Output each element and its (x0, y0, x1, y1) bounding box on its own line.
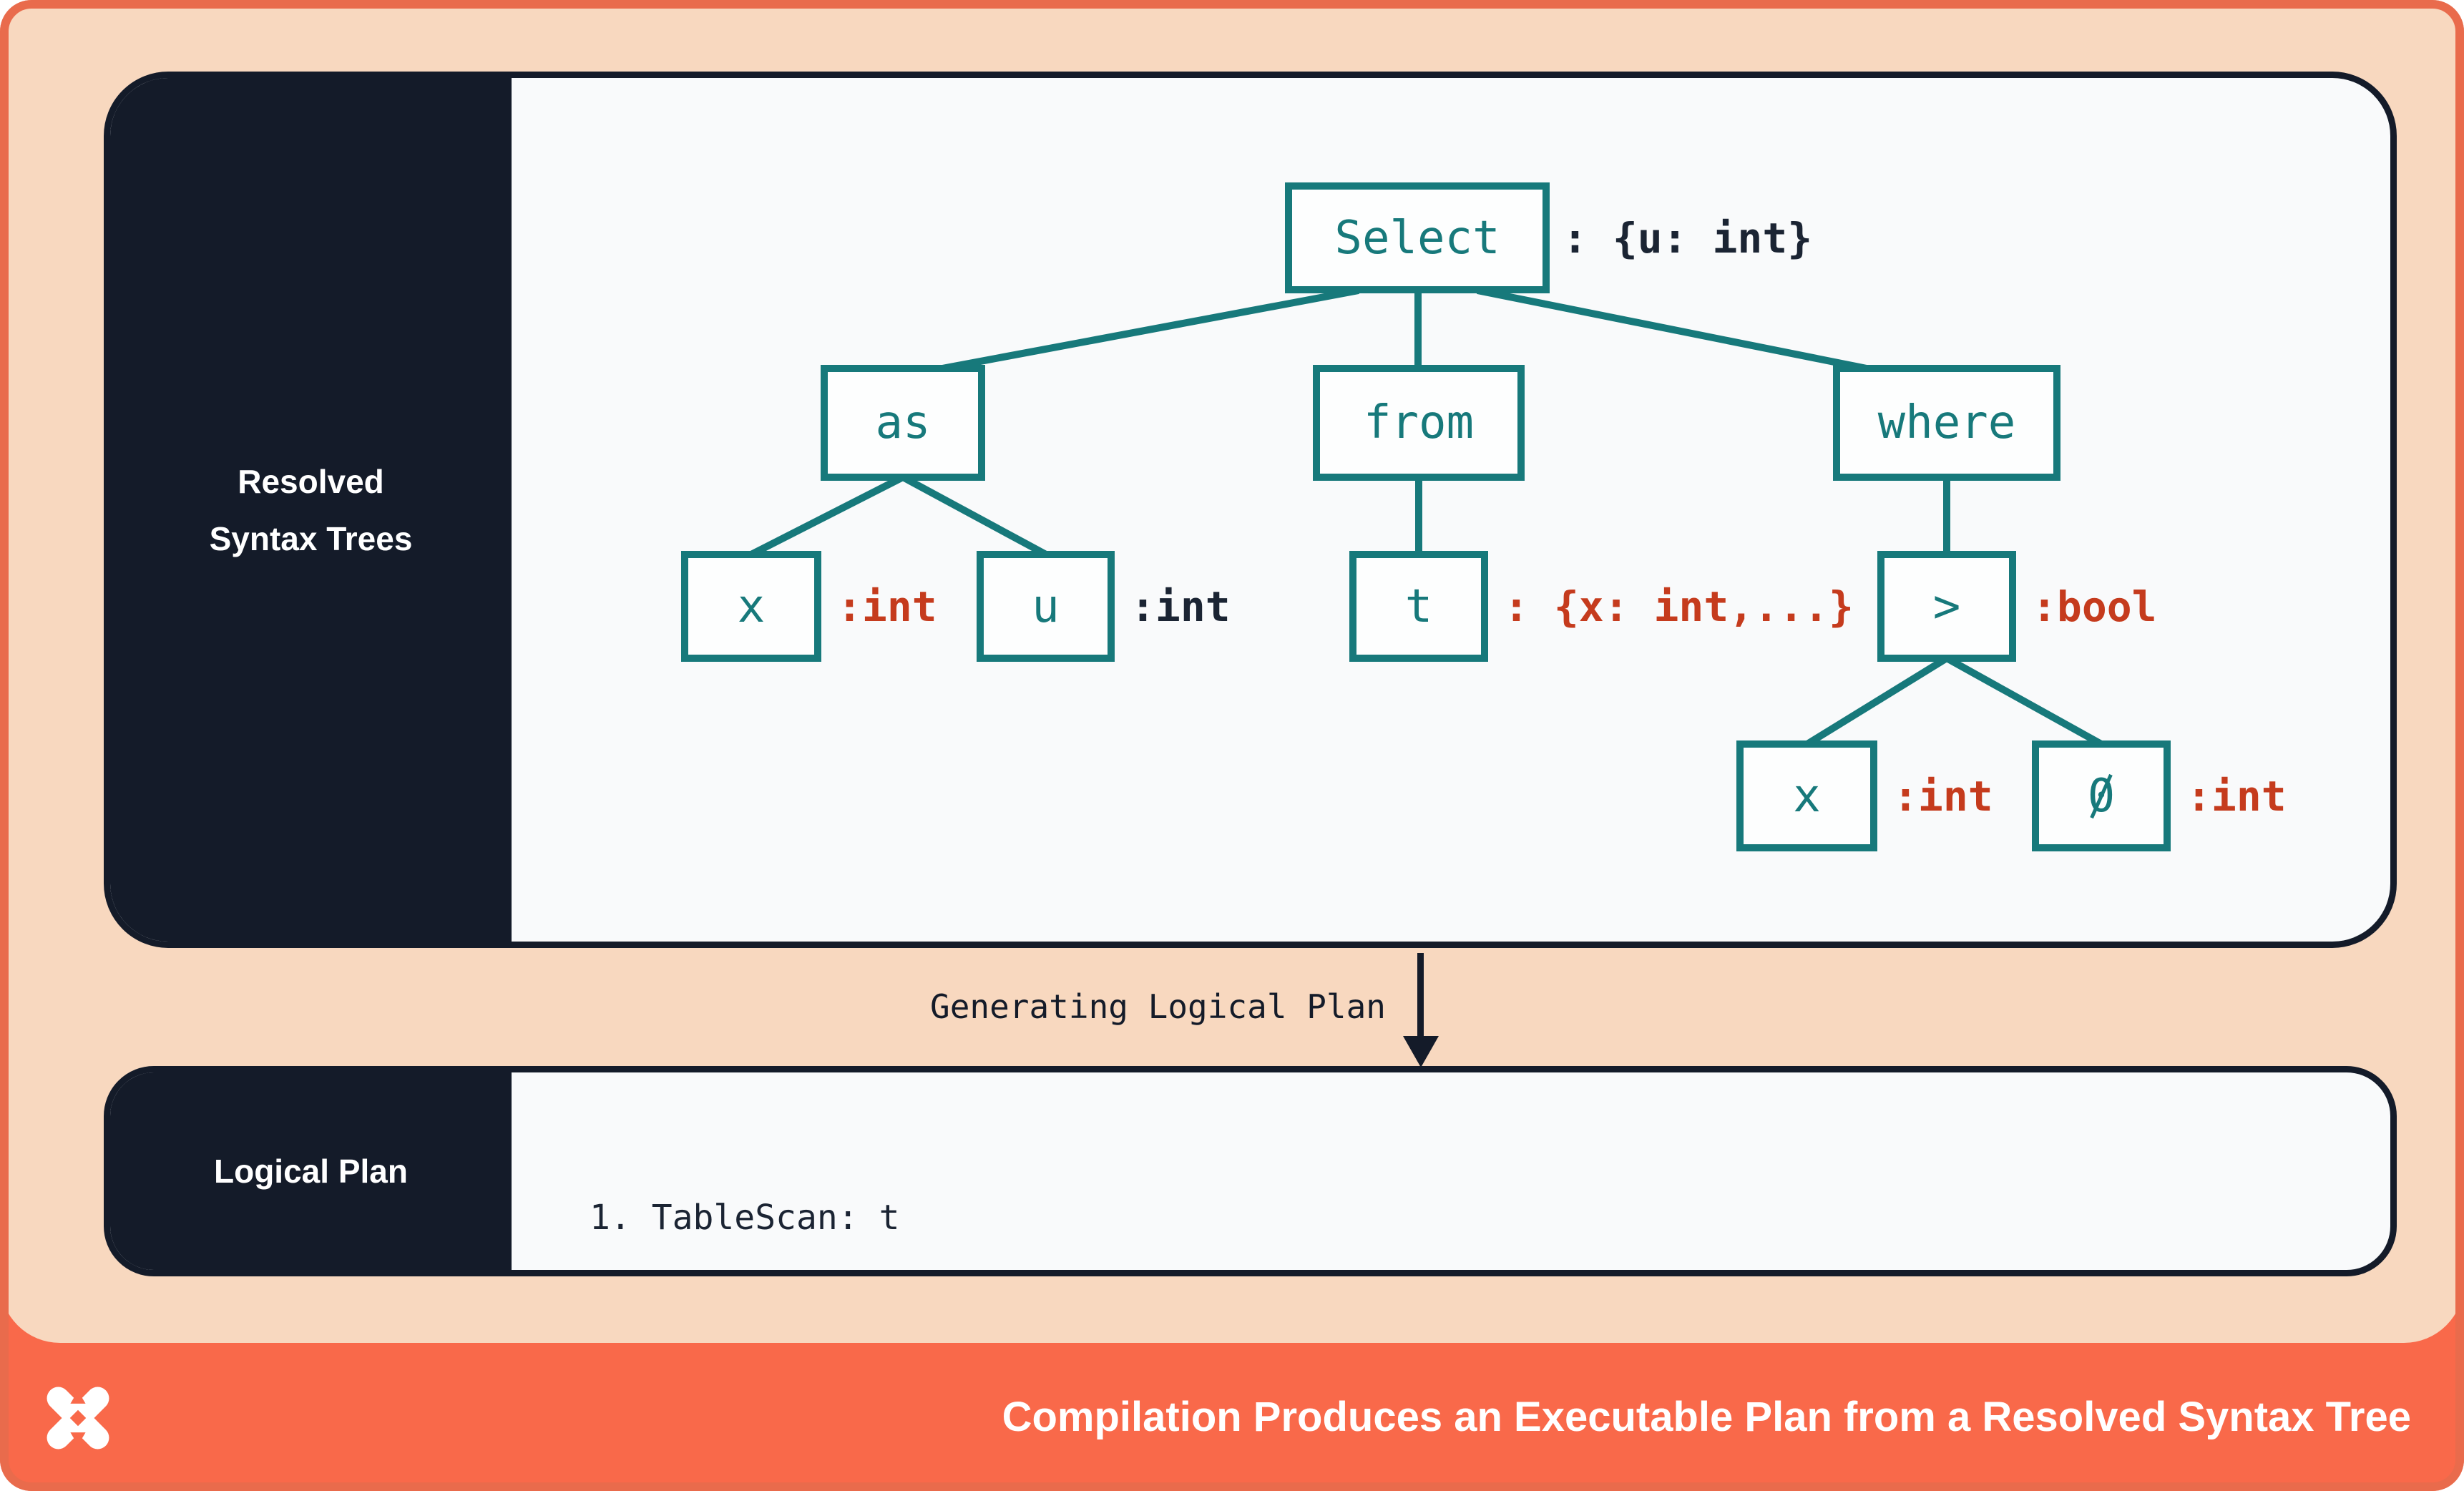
tree-node-from: from (1313, 365, 1525, 481)
footer-title: Compilation Produces an Executable Plan … (1002, 1394, 2411, 1440)
down-arrow-line (1417, 953, 1424, 1037)
tree-node-x-left-label: x (737, 580, 766, 633)
tree-node-select: Select (1285, 182, 1550, 293)
tree-node-x-left: x (681, 551, 821, 662)
logical-plan-steps: 1. TableScan: t 2. Filter: t.x > 0 3. Pr… (590, 1092, 2369, 1270)
sidebar-title-line2: Syntax Trees (209, 519, 413, 557)
tree-node-gt-type: :bool (2032, 582, 2157, 631)
tree-node-x-right-label: x (1793, 769, 1821, 823)
tree-node-select-label: Select (1334, 211, 1500, 265)
tree-node-t-type: : {x: int,...} (1504, 582, 1854, 631)
tree-node-zero: 0 (2032, 740, 2171, 851)
tree-node-from-label: from (1363, 396, 1475, 449)
tree-node-x-left-type: :int (837, 582, 937, 631)
tree-node-u-type: :int (1130, 582, 1231, 631)
tree-node-x-right: x (1736, 740, 1877, 851)
tree-node-t-label: t (1404, 580, 1433, 633)
tree-node-where-label: where (1877, 396, 2016, 449)
resolved-syntax-trees-title: Resolved Syntax Trees (210, 453, 413, 567)
edge-gt-x (1805, 655, 1949, 748)
tree-node-u-label: u (1032, 580, 1060, 633)
tree-node-gt: > (1877, 551, 2016, 662)
syntax-tree-edges (749, 287, 2103, 748)
tree-node-where: where (1833, 365, 2060, 481)
edge-select-where (1477, 287, 1867, 372)
footer-band: Compilation Produces an Executable Plan … (0, 1343, 2464, 1491)
logical-plan-panel: Logical Plan 1. TableScan: t 2. Filter: … (104, 1066, 2397, 1276)
pinwheel-x-logo-icon (47, 1387, 109, 1450)
down-arrow-head-icon (1403, 1036, 1439, 1067)
logical-plan-title: Logical Plan (214, 1153, 408, 1190)
tree-node-t: t (1349, 551, 1488, 662)
transition-label: Generating Logical Plan (930, 987, 1386, 1026)
resolved-syntax-trees-panel: Resolved Syntax Trees Select : {u: (104, 72, 2397, 948)
tree-node-as: as (821, 365, 985, 481)
tree-node-u: u (977, 551, 1115, 662)
edge-as-x (749, 474, 905, 558)
logical-plan-sidebar: Logical Plan (110, 1072, 512, 1270)
edge-gt-zero (1945, 655, 2103, 748)
sidebar-title-line1: Resolved (238, 462, 384, 500)
edge-as-u (901, 474, 1048, 558)
edge-select-as (942, 287, 1359, 372)
resolved-syntax-trees-sidebar: Resolved Syntax Trees (110, 78, 512, 942)
tree-node-gt-label: > (1932, 580, 1961, 633)
tree-node-x-right-type: :int (1893, 771, 1993, 821)
logical-plan-step-1: 1. TableScan: t (590, 1198, 900, 1238)
tree-node-zero-type: :int (2186, 771, 2287, 821)
tree-node-select-type: : {u: int} (1563, 213, 1813, 263)
tree-node-as-label: as (875, 396, 931, 449)
